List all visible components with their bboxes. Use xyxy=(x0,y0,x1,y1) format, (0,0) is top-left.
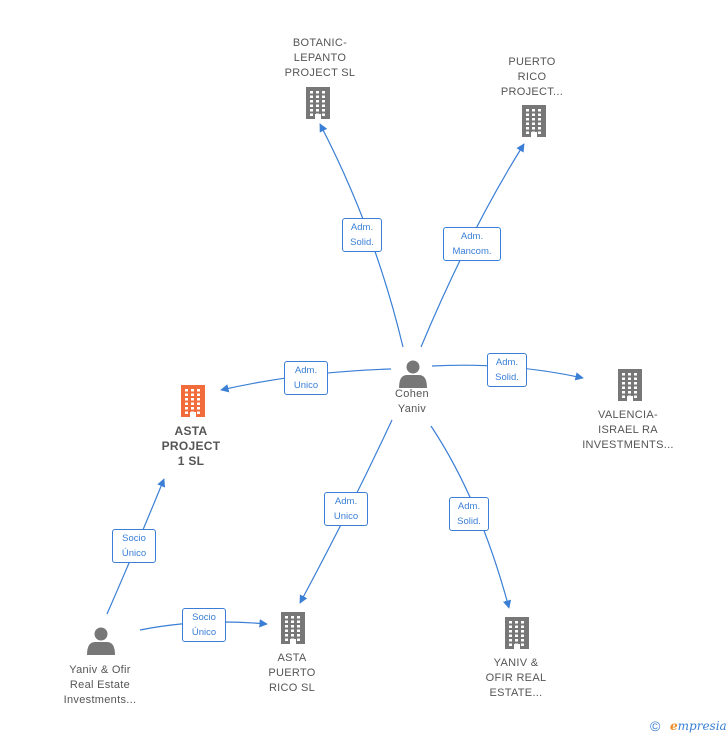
edge-label[interactable]: Adm. Mancom. xyxy=(443,227,501,261)
building-icon[interactable] xyxy=(505,617,529,649)
building-icon[interactable] xyxy=(181,385,205,417)
node-label-botanic[interactable]: BOTANIC- LEPANTO PROJECT SL xyxy=(284,37,356,79)
node-label-cohen[interactable]: Cohen Yaniv xyxy=(395,388,429,415)
copyright-icon: © xyxy=(650,718,661,734)
building-icon[interactable] xyxy=(281,612,305,644)
brand-initial: e xyxy=(670,719,678,733)
edge-label[interactable]: Adm. Solid. xyxy=(449,497,489,531)
edge-label[interactable]: Adm. Unico xyxy=(284,361,328,395)
edge-label[interactable]: Adm. Solid. xyxy=(342,218,382,252)
edge-label[interactable]: Socio Único xyxy=(182,608,226,642)
node-label-yaniv-ofir-company[interactable]: YANIV & OFIR REAL ESTATE... xyxy=(485,657,547,699)
edge-label[interactable]: Adm. Unico xyxy=(324,492,368,526)
node-label-puerto-rico-project[interactable]: PUERTO RICO PROJECT... xyxy=(500,56,564,98)
edge-label[interactable]: Socio Único xyxy=(112,529,156,563)
person-icon[interactable] xyxy=(87,627,115,656)
person-icon[interactable] xyxy=(399,360,427,389)
building-icon[interactable] xyxy=(618,369,642,401)
building-icon[interactable] xyxy=(306,87,330,119)
node-label-asta-puerto[interactable]: ASTA PUERTO RICO SL xyxy=(268,652,316,694)
node-label-yaniv-ofir-person[interactable]: Yaniv & Ofir Real Estate Investments... xyxy=(63,664,137,706)
node-label-asta-project[interactable]: ASTA PROJECT 1 SL xyxy=(161,424,221,468)
brand-logo: empresia xyxy=(670,719,727,733)
node-label-valencia[interactable]: VALENCIA- ISRAEL RA INVESTMENTS... xyxy=(582,409,674,451)
building-icon[interactable] xyxy=(522,105,546,137)
edge-label[interactable]: Adm. Solid. xyxy=(487,353,527,387)
brand-rest: mpresia xyxy=(677,719,727,733)
